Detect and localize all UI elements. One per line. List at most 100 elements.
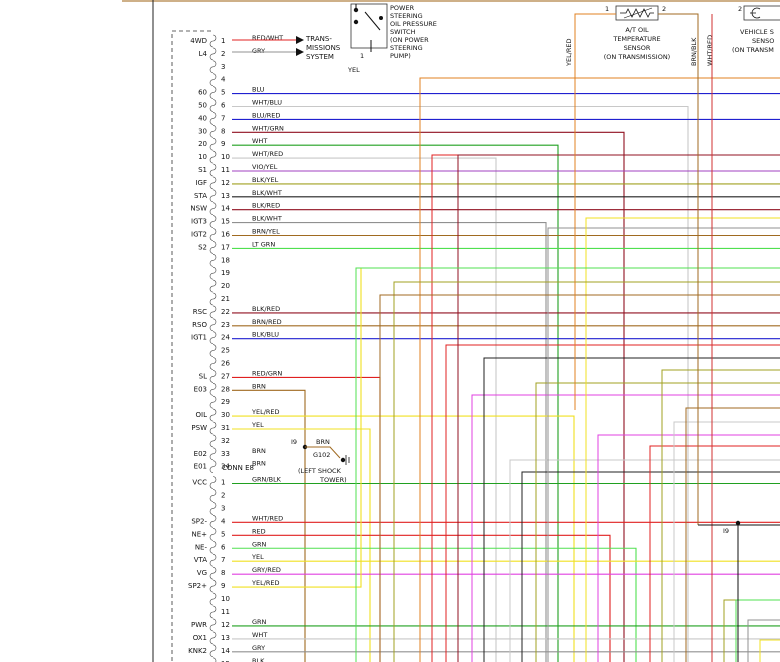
- splice-label-i9-lower: I9: [723, 527, 729, 535]
- pin-bracket: [209, 528, 217, 541]
- pin-number: 30: [221, 411, 230, 419]
- wire-label: BRN: [252, 447, 266, 455]
- wire: [232, 547, 637, 662]
- pin-number: 12: [221, 179, 230, 187]
- ground-location: TOWER): [319, 476, 347, 484]
- pin-bracket: [209, 331, 217, 344]
- pin-bracket: [209, 408, 217, 422]
- wire-label: BRN: [252, 460, 266, 468]
- wire-label: GRY: [252, 47, 265, 55]
- wire-label-yelred: YEL/RED: [565, 38, 573, 67]
- wire: [483, 357, 780, 662]
- pin-number: 4: [221, 517, 226, 525]
- pin-number: 18: [221, 256, 230, 264]
- pin-bracket: [209, 47, 217, 61]
- pin-number: 12: [221, 621, 230, 629]
- pin-label: 50: [198, 102, 207, 110]
- pin-bracket: [209, 112, 217, 125]
- pin-bracket: [209, 447, 217, 461]
- pin-number: 22: [221, 308, 230, 316]
- wire-label: YEL/RED: [251, 579, 280, 587]
- pin-bracket: [209, 489, 217, 502]
- at-wire-right: [658, 13, 699, 525]
- wire: [393, 281, 780, 662]
- wire: [735, 599, 780, 662]
- wire-label: BLK: [252, 657, 265, 662]
- vs-sensor-box: [743, 5, 780, 21]
- wire-label: VIO/YEL: [252, 163, 278, 171]
- pin-bracket: [209, 318, 217, 332]
- ground-wire: [305, 446, 341, 459]
- ground-label: G102: [313, 451, 330, 459]
- pin-label: IGT2: [191, 231, 207, 239]
- wire: [685, 407, 780, 662]
- pin-bracket: [209, 605, 217, 619]
- pin-bracket: [209, 189, 217, 203]
- pin-number: 11: [221, 608, 230, 616]
- pin-bracket: [209, 125, 217, 138]
- pin-number: 14: [221, 205, 230, 213]
- pin-number: 1: [221, 479, 225, 487]
- wire-label-brnblk: BRN/BLK: [690, 37, 698, 66]
- pin-number: 14: [221, 647, 230, 655]
- pin-bracket: [209, 344, 217, 357]
- at-label: (ON TRANSMISSION): [604, 53, 670, 61]
- vs-pin-label: 2: [738, 5, 742, 13]
- pin-bracket: [209, 150, 217, 164]
- ps-label: POWER: [390, 4, 415, 12]
- pin-bracket: [209, 73, 217, 86]
- wire: [232, 105, 689, 662]
- at-label: TEMPERATURE: [612, 35, 660, 43]
- pin-bracket: [209, 579, 217, 593]
- pin-number: 6: [221, 543, 226, 551]
- vs-label: (ON TRANSM: [732, 46, 774, 54]
- pin-number: 29: [221, 398, 230, 406]
- pin-label: SP2-: [191, 517, 207, 525]
- pin-number: 31: [221, 424, 230, 432]
- pin-label: RSO: [192, 321, 207, 329]
- wire: [661, 369, 780, 662]
- wire: [232, 415, 575, 662]
- resistor-arrow-icon: [623, 7, 653, 19]
- pin-label: 60: [198, 89, 207, 97]
- wire-label: GRY: [252, 644, 265, 652]
- ps-wire-label: YEL: [347, 66, 360, 74]
- pin-label: IGF: [195, 179, 207, 187]
- wire: [747, 619, 780, 662]
- pin-number: 9: [221, 140, 225, 148]
- pin-bracket: [209, 421, 217, 435]
- pin-bracket: [209, 618, 217, 632]
- wire: [232, 534, 611, 662]
- pin-label: S1: [198, 166, 207, 174]
- pin-number: 20: [221, 282, 230, 290]
- pin-bracket: [209, 631, 217, 645]
- wire-label: BLK/YEL: [252, 176, 279, 184]
- pin-label: NSW: [190, 205, 207, 213]
- pin-bracket: [209, 292, 217, 306]
- pin-number: 7: [221, 556, 225, 564]
- wire-label: GRN: [252, 618, 267, 626]
- pin-bracket: [209, 370, 217, 383]
- wire-label: BLK/BLU: [252, 331, 279, 339]
- wire: [232, 222, 547, 662]
- pin-bracket: [209, 34, 217, 48]
- wire-label: YEL: [251, 553, 264, 561]
- pin-bracket: [209, 502, 217, 515]
- pin-label: 4WD: [190, 37, 207, 45]
- pin-number: 1: [221, 37, 225, 45]
- wire-label: RED/WHT: [252, 34, 283, 42]
- wire: [585, 217, 780, 662]
- pin-number: 16: [221, 231, 230, 239]
- pin-label: 30: [198, 127, 207, 135]
- pin-label: VCC: [192, 479, 207, 487]
- ecu-boundary: [171, 30, 211, 662]
- pin-label: RSC: [193, 308, 207, 316]
- pin-number: 3: [221, 504, 225, 512]
- pin-number: 33: [221, 450, 230, 458]
- pin-number: 2: [221, 491, 225, 499]
- wire-label: WHT/RED: [252, 150, 283, 158]
- ps-label: (ON POWER: [390, 36, 429, 44]
- pin-number: 25: [221, 347, 230, 355]
- trans-label-2: MISSIONS: [306, 44, 341, 52]
- pin-bracket: [209, 137, 217, 151]
